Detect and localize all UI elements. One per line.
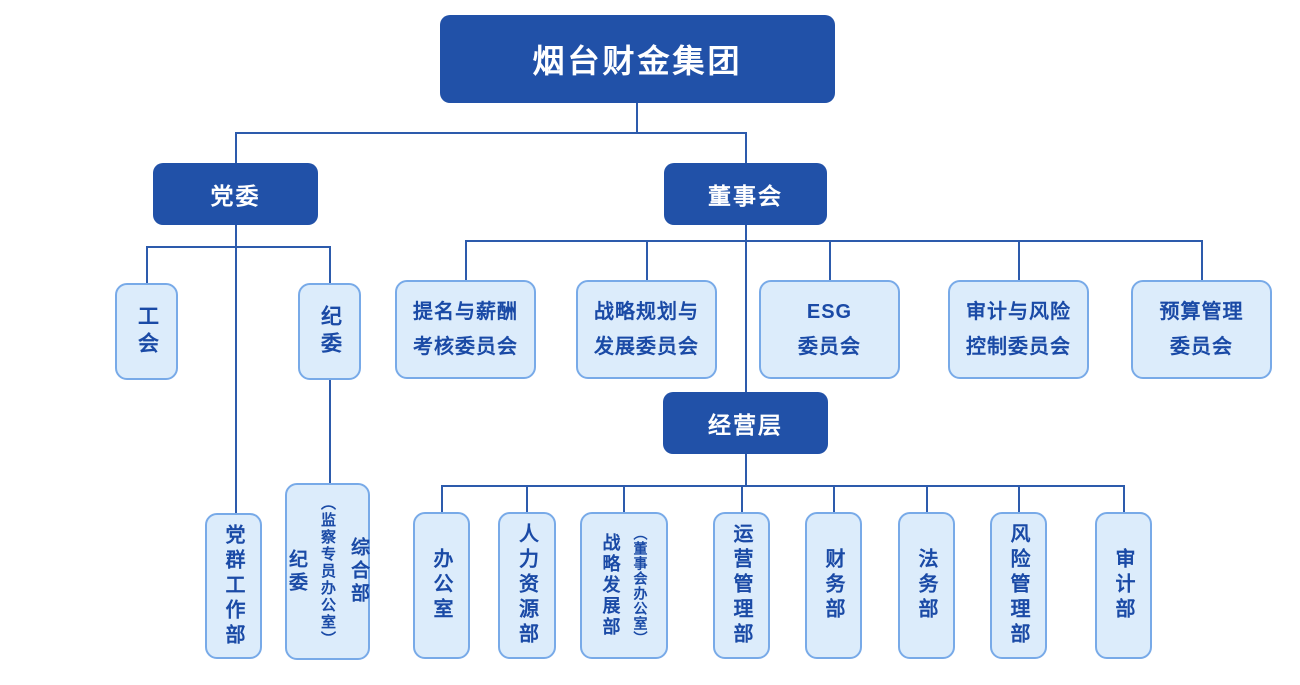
connector-line (623, 485, 625, 512)
node-dept-hr-label: 人力资源部 (515, 523, 538, 648)
node-dept-legal: 法务部 (898, 512, 955, 659)
node-committee-nomination-label: 提名与薪酬 考核委员会 (413, 300, 518, 358)
connector-line (441, 485, 1124, 487)
connector-line (146, 246, 330, 248)
node-committee-audit-risk-label: 审计与风险 控制委员会 (966, 300, 1071, 358)
node-committee-esg-label: ESG 委员会 (798, 300, 861, 358)
node-board: 董事会 (664, 163, 827, 225)
node-management-label: 经营层 (708, 412, 783, 438)
connector-line (235, 225, 237, 513)
connector-line (1018, 485, 1020, 512)
node-dept-audit: 审计部 (1095, 512, 1152, 659)
connector-line (745, 132, 747, 163)
node-committee-strategy-label: 战略规划与 发展委员会 (594, 300, 699, 358)
node-discipline-office-label-2: （监察专员办公室） (319, 495, 336, 648)
node-dept-audit-label: 审计部 (1112, 548, 1134, 623)
node-discipline-committee: 纪委 (298, 283, 361, 380)
node-dept-office-label: 办公室 (430, 548, 452, 623)
node-dept-strategy-development: 战略发展部 （董事会办公室） (580, 512, 668, 659)
node-committee-audit-risk: 审计与风险 控制委员会 (948, 280, 1089, 379)
node-party-work-dept: 党群工作部 (205, 513, 262, 659)
node-party-committee-label: 党委 (210, 183, 261, 209)
node-committee-esg: ESG 委员会 (759, 280, 900, 379)
node-committee-budget-label: 预算管理 委员会 (1159, 300, 1244, 358)
node-party-committee: 党委 (153, 163, 318, 225)
node-labor-union: 工会 (115, 283, 178, 380)
connector-line (926, 485, 928, 512)
connector-line (1123, 485, 1125, 512)
connector-line (329, 380, 331, 483)
connector-line (329, 246, 331, 283)
node-dept-operations-label: 运营管理部 (730, 523, 752, 648)
node-discipline-office-label-3: 综合部 (348, 537, 369, 606)
node-committee-budget: 预算管理 委员会 (1131, 280, 1272, 379)
node-committee-strategy: 战略规划与 发展委员会 (576, 280, 717, 379)
node-dept-risk-management: 风险管理部 (990, 512, 1047, 659)
connector-line (829, 240, 831, 280)
connector-line (465, 240, 1202, 242)
node-root-label: 烟台财金集团 (532, 43, 743, 79)
node-discipline-committee-label: 纪委 (318, 304, 342, 359)
node-dept-finance-label: 财务部 (822, 548, 844, 623)
node-dept-operations: 运营管理部 (713, 512, 770, 659)
node-party-work-dept-label: 党群工作部 (222, 523, 244, 649)
node-dept-hr: 人力资源部 (498, 512, 556, 659)
node-dept-office: 办公室 (413, 512, 470, 659)
node-dept-strategy-development-sublabel: （董事会办公室） (632, 525, 649, 646)
connector-line (235, 132, 237, 163)
node-labor-union-label: 工会 (135, 304, 159, 359)
node-board-label: 董事会 (708, 183, 783, 209)
node-dept-finance: 财务部 (805, 512, 862, 659)
connector-line (235, 132, 747, 134)
connector-line (1201, 240, 1203, 280)
connector-line (146, 246, 148, 283)
connector-line (636, 103, 638, 132)
node-dept-strategy-development-label: 战略发展部 (600, 533, 621, 638)
connector-line (1018, 240, 1020, 280)
connector-line (465, 240, 467, 280)
connector-line (441, 485, 443, 512)
node-management: 经营层 (663, 392, 828, 454)
node-discipline-office: 纪委 （监察专员办公室） 综合部 (285, 483, 370, 660)
connector-line (646, 240, 648, 280)
connector-line (833, 485, 835, 512)
node-root: 烟台财金集团 (440, 15, 835, 103)
connector-line (526, 485, 528, 512)
node-dept-legal-label: 法务部 (915, 548, 937, 623)
connector-line (745, 225, 747, 393)
node-dept-risk-management-label: 风险管理部 (1007, 523, 1029, 648)
node-discipline-office-label-1: 纪委 (286, 548, 307, 595)
connector-line (741, 485, 743, 512)
node-committee-nomination: 提名与薪酬 考核委员会 (395, 280, 536, 379)
connector-line (745, 454, 747, 485)
